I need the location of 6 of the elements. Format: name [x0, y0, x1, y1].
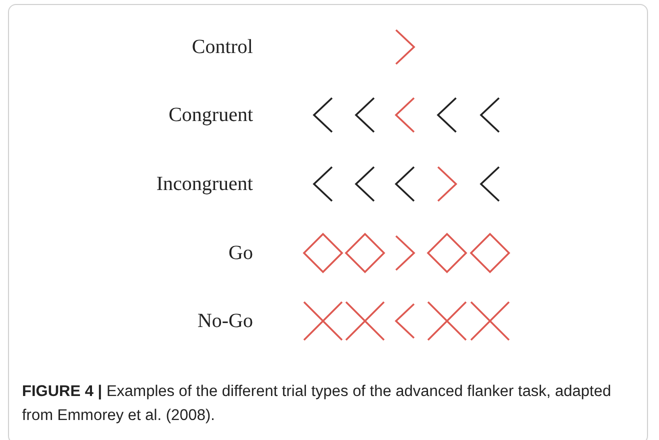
- figure-caption: FIGURE 4 | Examples of the different trial types of the advanced flanker task, adapted from Emmorey et al. (2008).: [22, 382, 612, 426]
- row-label: No-Go: [197, 309, 253, 333]
- row-label: Congruent: [168, 103, 253, 127]
- row-label: Go: [228, 241, 253, 265]
- row-label: Control: [192, 35, 253, 59]
- row-label: Incongruent: [156, 172, 253, 196]
